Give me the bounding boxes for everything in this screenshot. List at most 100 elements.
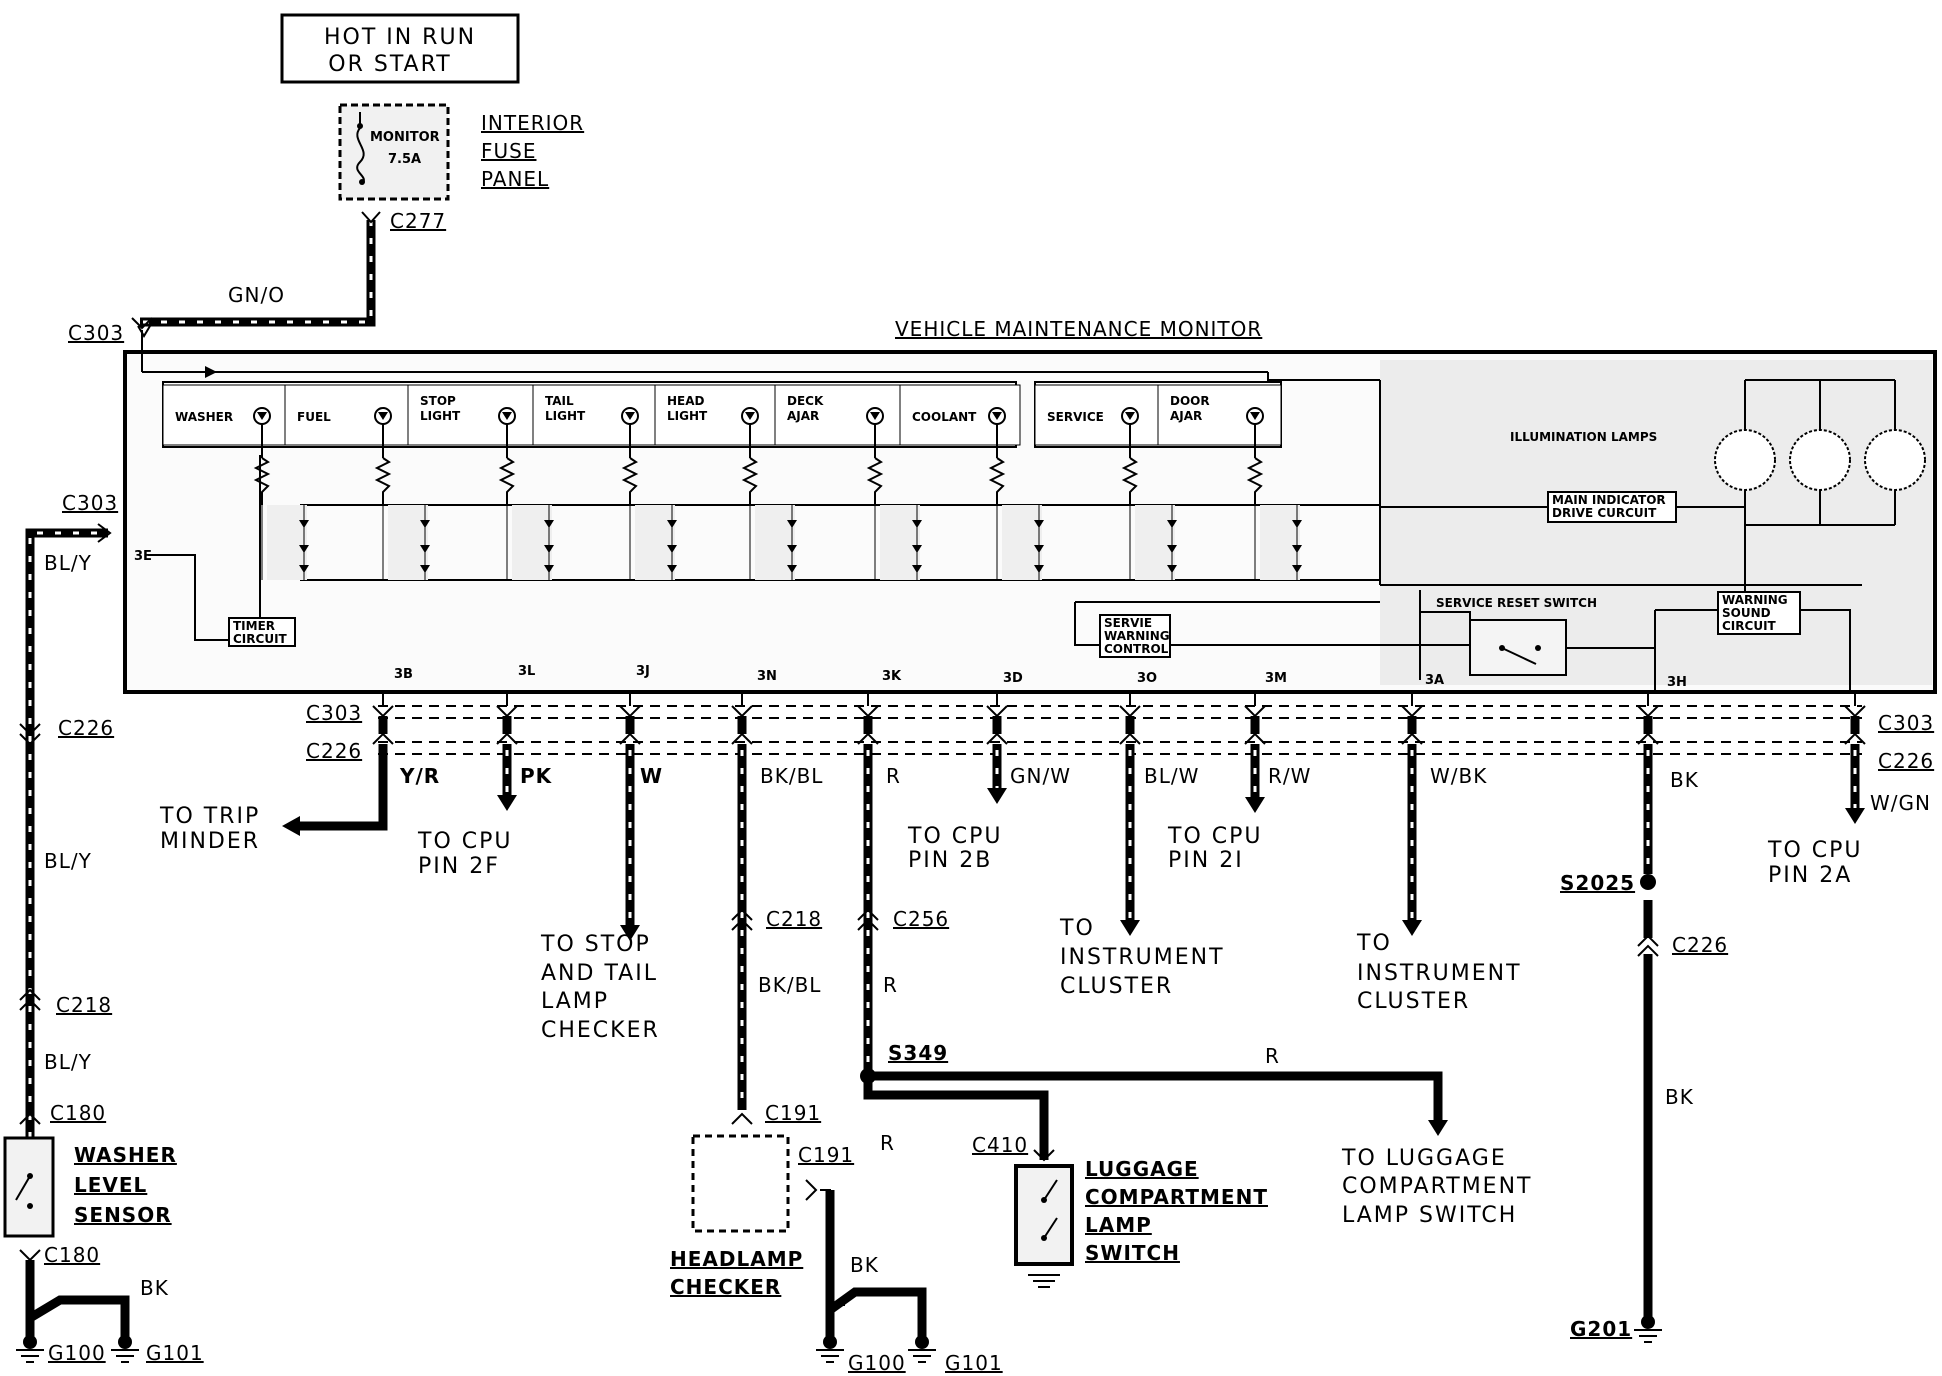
dest-trip-2: MINDER [160, 829, 260, 854]
headlamp-label-1: HEADLAMP [670, 1247, 803, 1271]
branch-wire [1637, 690, 1659, 874]
indicator-cell: SERVICE [1034, 384, 1177, 580]
service-reset-switch: SERVICE RESET SWITCH [1419, 590, 1655, 680]
pin-3j: 3J [636, 664, 650, 679]
dest-cpu2i-2: PIN 2I [1168, 848, 1244, 873]
c303-left-label: C303 [62, 491, 118, 515]
resistor-icon [988, 457, 1006, 505]
c180-bottom-label: C180 [44, 1243, 100, 1267]
washer-label-2: LEVEL [74, 1173, 147, 1197]
luggage-label-2: COMPARTMENT [1085, 1185, 1268, 1209]
indicator-label: TAIL [545, 394, 574, 408]
indicator-label: FUEL [297, 410, 331, 424]
headlamp-checker-circuit: C218 BK/BL C191 C191 BK HEADLAMP CHECKER [670, 907, 927, 1340]
luggage-label-1: LUGGAGE [1085, 1157, 1199, 1181]
resistor-icon [866, 457, 884, 505]
indicator-cell: COOLANT [899, 384, 1044, 580]
luggage-circuit: C256 R S349 R R C410 LUGGAGE COMPARTMENT… [857, 907, 1448, 1288]
branch-wire [857, 690, 879, 1070]
servie-line-2: WARNING [1104, 629, 1170, 643]
branch-wire [1401, 690, 1423, 936]
c277-label: C277 [390, 209, 446, 233]
dest-stop-2: AND TAIL [541, 961, 658, 986]
main-indicator-line-2: DRIVE CURCUIT [1552, 506, 1657, 520]
servie-line-1: SERVIE [1104, 616, 1152, 630]
wire-r: R [886, 764, 901, 788]
fuse-panel-label: INTERIOR FUSE PANEL [481, 111, 584, 191]
branch-wire [986, 690, 1008, 804]
wire-bkbl-2: BK/BL [758, 973, 821, 997]
c410-label: C410 [972, 1133, 1028, 1157]
c226-left-label: C226 [58, 716, 114, 740]
fuse-monitor: MONITOR 7.5A [338, 103, 450, 201]
wire-blw: BL/W [1144, 764, 1199, 788]
fuse-panel-line-1: INTERIOR [481, 111, 584, 135]
dest-trip-1: TO TRIP [159, 804, 260, 829]
fuse-panel-line-2: FUSE [481, 139, 536, 163]
indicator-label: COOLANT [912, 410, 977, 424]
dest-stop-4: CHECKER [541, 1018, 660, 1043]
timer-line-2: CIRCUIT [233, 632, 288, 646]
dest-cpu2f-1: TO CPU [417, 829, 512, 854]
dest-stop-3: LAMP [541, 989, 609, 1014]
warning-line-2: SOUND [1722, 606, 1771, 620]
bl-y-2: BL/Y [44, 849, 92, 873]
resistor-icon [1246, 457, 1264, 505]
g100-left-label: G100 [48, 1341, 106, 1365]
g101-mid-label: G101 [945, 1351, 1003, 1375]
bk-right-2: BK [1665, 1085, 1694, 1109]
destinations: TO TRIP MINDER TO CPU PIN 2F TO STOP AND… [159, 804, 1860, 1228]
dest-cpu2f-2: PIN 2F [418, 854, 500, 879]
c303-top-label: C303 [68, 321, 124, 345]
c191-top-label: C191 [765, 1101, 821, 1125]
indicator-label: WASHER [175, 410, 233, 424]
indicator-label: SERVICE [1047, 410, 1104, 424]
indicator-cell: WASHER [162, 384, 309, 580]
connector-strip: C303 C226 C303 C226 [306, 701, 1934, 773]
resistor-icon [741, 457, 759, 505]
dest-ic1-2: INSTRUMENT [1060, 945, 1225, 970]
indicator-label: STOP [420, 394, 456, 408]
branch-wire [731, 690, 753, 1110]
indicator-label-2: LIGHT [667, 409, 708, 423]
luggage-label-4: SWITCH [1085, 1241, 1180, 1265]
fuse-panel-line-3: PANEL [481, 167, 549, 191]
branch-wire [282, 690, 394, 836]
c303-strip-right: C303 [1878, 711, 1934, 735]
g100-mid-label: G100 [848, 1351, 906, 1375]
module-title: VEHICLE MAINTENANCE MONITOR [895, 317, 1262, 341]
g101-left-label: G101 [146, 1341, 204, 1365]
pin-3o: 3O [1137, 671, 1157, 686]
c218-left-label: C218 [56, 993, 112, 1017]
ground-g101-mid: G101 [908, 1335, 1003, 1375]
c226-right-label: C226 [1672, 933, 1728, 957]
s349-label: S349 [888, 1041, 948, 1065]
dest-cpu2b-1: TO CPU [907, 824, 1002, 849]
fuse-name: MONITOR [370, 130, 440, 145]
branch-wire [619, 690, 641, 941]
wire-pk: PK [520, 764, 553, 788]
c256-label: C256 [893, 907, 949, 931]
main-indicator-drive-circuit: MAIN INDICATOR DRIVE CURCUIT [1547, 491, 1677, 523]
pin-3k: 3K [882, 669, 902, 684]
dest-lug-3: LAMP SWITCH [1342, 1203, 1517, 1228]
indicator-label: HEAD [667, 394, 705, 408]
reset-label: SERVICE RESET SWITCH [1436, 596, 1597, 610]
power-line-1: HOT IN RUN [324, 25, 476, 50]
bk-ground-circuit: S2025 C226 BK G201 [1560, 871, 1728, 1343]
ground-g100-left: G100 [16, 1335, 106, 1365]
timer-line-1: TIMER [233, 619, 275, 633]
luggage-label-3: LAMP [1085, 1213, 1152, 1237]
dest-cpu2i-1: TO CPU [1167, 824, 1262, 849]
dest-ic1-3: CLUSTER [1060, 974, 1173, 999]
indicator-label-2: LIGHT [545, 409, 586, 423]
resistor-icon [374, 457, 392, 505]
bl-y-1: BL/Y [44, 551, 92, 575]
dest-ic2-2: INSTRUMENT [1357, 961, 1522, 986]
resistor-icon [1121, 457, 1139, 505]
wire-wbk: W/BK [1430, 764, 1487, 788]
